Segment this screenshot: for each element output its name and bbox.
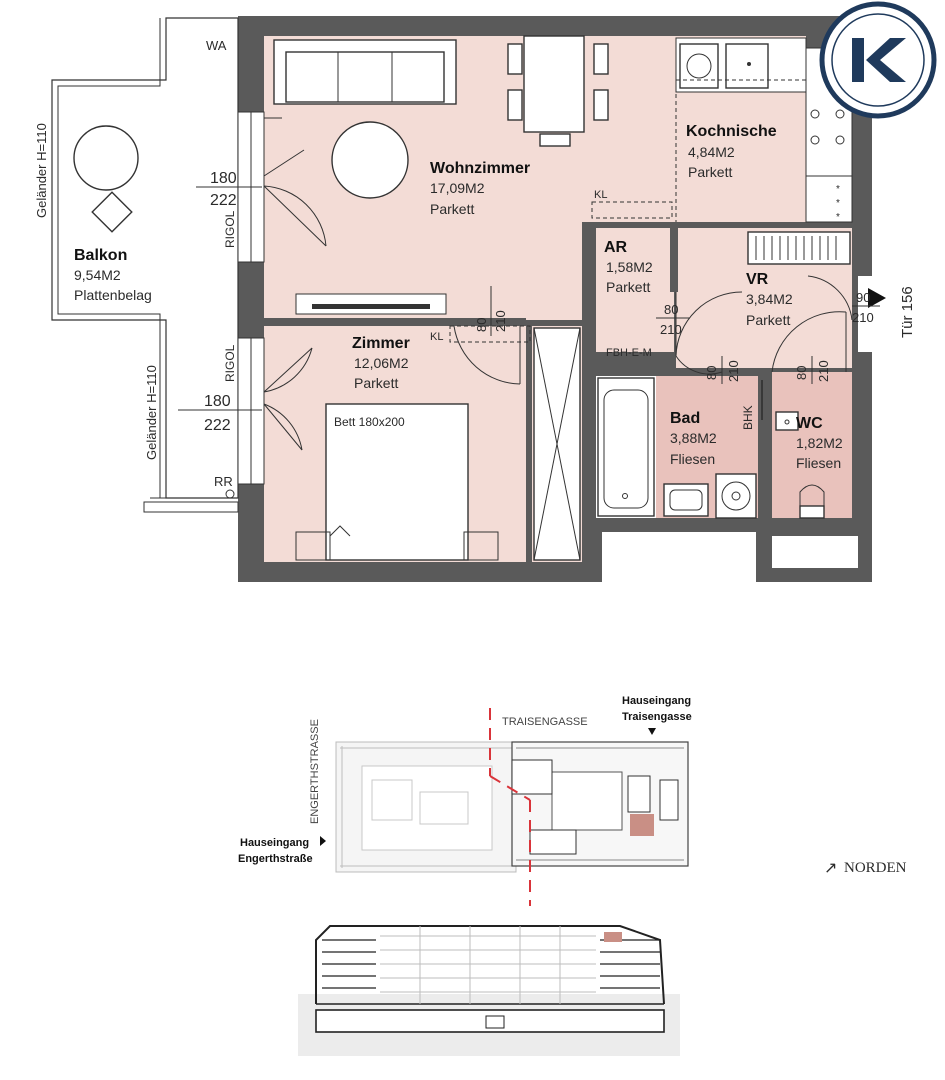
label-kl-bottom: KL xyxy=(430,331,443,343)
kl-cabinet-top xyxy=(591,201,673,219)
north-arrow-icon: ↗ xyxy=(824,860,837,877)
entrance-engerthstrasse-line1: Hauseingang xyxy=(240,837,309,849)
label-rigol-top: RIGOL xyxy=(223,210,237,248)
svg-text:*: * xyxy=(836,198,840,209)
dim-entry-h: 210 xyxy=(852,310,874,325)
room-ar-floor: Parkett xyxy=(606,279,650,295)
street-traisengasse: TRAISENGASSE xyxy=(502,716,588,728)
entrance-traisengasse-line2: Traisengasse xyxy=(622,711,692,723)
sofa xyxy=(273,39,457,105)
washing-machine xyxy=(715,473,757,519)
label-wa: WA xyxy=(206,38,227,53)
building-section xyxy=(298,925,680,1056)
kl-cabinet-bottom xyxy=(449,325,531,343)
room-vr-floor: Parkett xyxy=(746,312,790,328)
room-wc-area: 1,82M2 xyxy=(796,435,843,451)
room-bad-area: 3,88M2 xyxy=(670,430,717,446)
room-ar-area: 1,58M2 xyxy=(606,259,653,275)
room-zimmer-name: Zimmer xyxy=(352,335,410,352)
dim-bad-w: 80 xyxy=(704,366,719,380)
dim-bad-h: 210 xyxy=(726,360,741,382)
dim-balcony-bottom-w: 180 xyxy=(204,393,231,410)
svg-text:*: * xyxy=(836,212,840,223)
room-balkon-area: 9,54M2 xyxy=(74,267,121,283)
room-wohnzimmer-floor: Parkett xyxy=(430,201,474,217)
dim-ar-w: 80 xyxy=(664,302,678,317)
label-gelaender-bottom: Geländer H=110 xyxy=(144,365,159,460)
entrance-engerthstrasse-line2: Engerthstraße xyxy=(238,853,313,865)
label-bett: Bett 180x200 xyxy=(334,415,405,429)
site-plan: TRAISENGASSE ENGERTHSTRASSE Hauseingang … xyxy=(238,695,907,906)
dim-ar-h: 210 xyxy=(660,322,682,337)
room-zimmer-area: 12,06M2 xyxy=(354,355,409,371)
room-vr-area: 3,84M2 xyxy=(746,291,793,307)
room-bad-name: Bad xyxy=(670,410,700,427)
k-logo xyxy=(819,1,937,119)
room-zimmer-floor: Parkett xyxy=(354,375,398,391)
room-fills xyxy=(264,36,858,582)
street-engerthstrasse: ENGERTHSTRASSE xyxy=(309,719,321,824)
room-balkon-name: Balkon xyxy=(74,247,127,264)
room-wc-floor: Fliesen xyxy=(796,455,841,471)
room-bad-floor: Fliesen xyxy=(670,451,715,467)
svg-text:*: * xyxy=(836,184,840,195)
dim-balcony-bottom-h: 222 xyxy=(204,417,231,434)
label-kl-top: KL xyxy=(594,189,607,201)
dim-zimmer-h: 210 xyxy=(493,310,508,332)
dim-wc-h: 210 xyxy=(816,360,831,382)
room-ar-name: AR xyxy=(604,239,628,256)
wardrobe-cross xyxy=(533,327,581,561)
room-wc-name: WC xyxy=(796,415,823,432)
bathtub xyxy=(597,377,655,517)
dim-entry-w: 90 xyxy=(856,290,870,305)
label-rigol-bottom: RIGOL xyxy=(223,344,237,382)
label-tuer: Tür 156 xyxy=(899,286,916,338)
entry-arrow xyxy=(868,288,886,308)
label-fbh: FBH-E-M xyxy=(606,347,652,359)
label-gelaender-top: Geländer H=110 xyxy=(34,123,49,218)
entrance-traisengasse-line1: Hauseingang xyxy=(622,695,691,707)
room-wohnzimmer-name: Wohnzimmer xyxy=(430,160,530,177)
wc-fixtures xyxy=(775,411,825,519)
dim-balcony-top-h: 222 xyxy=(210,192,237,209)
room-kochnische-name: Kochnische xyxy=(686,123,777,140)
doors xyxy=(263,117,853,451)
vr-wardrobe xyxy=(747,231,851,265)
round-table xyxy=(331,121,409,199)
label-rr: RR xyxy=(214,474,233,489)
dining-table xyxy=(507,35,609,147)
north-label: NORDEN xyxy=(844,860,907,876)
label-bhk: BHK xyxy=(741,405,755,430)
dim-balcony-top-w: 180 xyxy=(210,170,237,187)
room-balkon-floor: Plattenbelag xyxy=(74,287,152,303)
apartment-plan: * * * xyxy=(34,16,916,582)
room-kochnische-floor: Parkett xyxy=(688,164,732,180)
sink-bad xyxy=(663,483,709,517)
dim-zimmer-w: 80 xyxy=(474,318,489,332)
dim-wc-w: 80 xyxy=(794,366,809,380)
room-wohnzimmer-area: 17,09M2 xyxy=(430,180,485,196)
bed xyxy=(295,403,499,561)
room-kochnische-area: 4,84M2 xyxy=(688,144,735,160)
room-vr-name: VR xyxy=(746,271,769,288)
